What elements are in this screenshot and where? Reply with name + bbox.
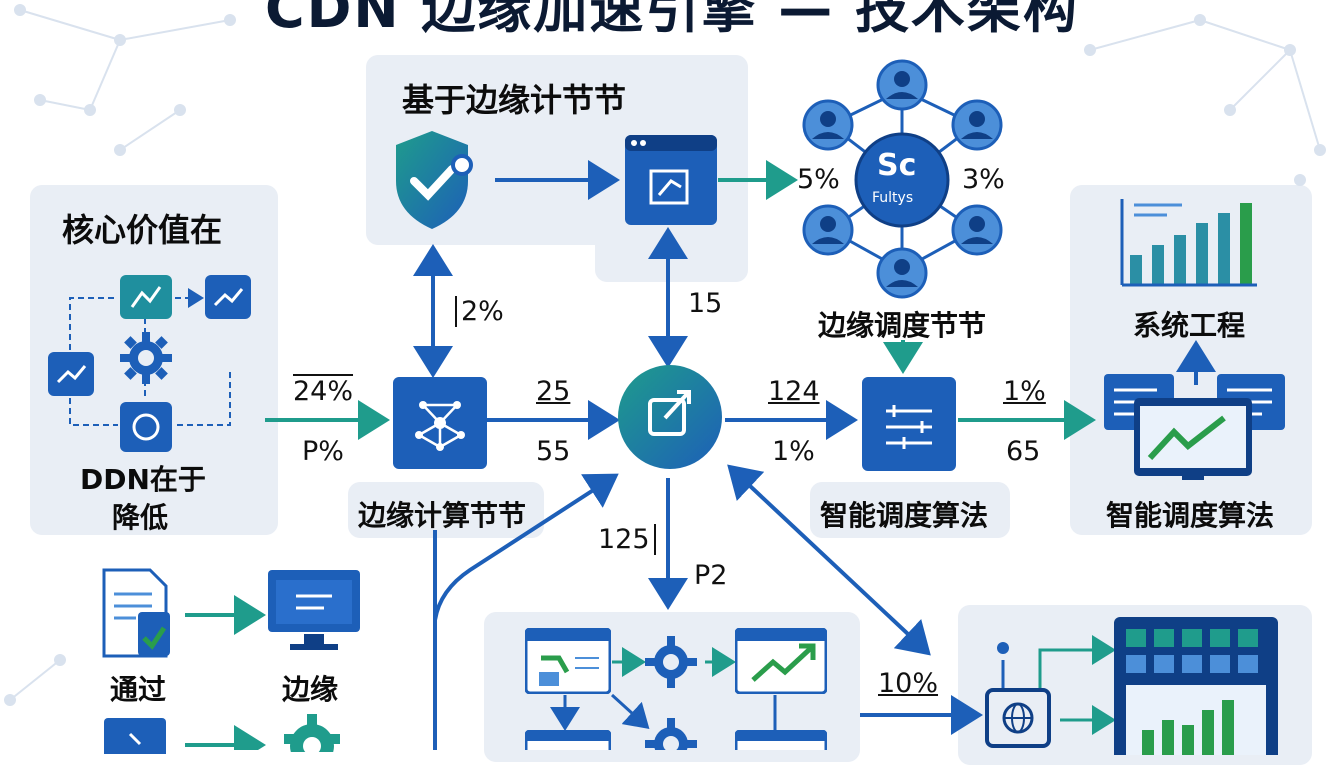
trend-tile-icon-left	[48, 352, 94, 396]
smart-algo-label-1: 智能调度算法	[820, 499, 989, 532]
right-top-value: 124	[768, 376, 820, 407]
via-label: 通过	[110, 673, 167, 706]
document-icon	[100, 568, 180, 660]
trend-tile-icon	[205, 275, 251, 319]
browser-chart-icon	[625, 135, 717, 225]
mid-bottom-value: 55	[536, 436, 571, 467]
chart-tile-icon	[120, 275, 172, 319]
monitor-icon	[266, 568, 362, 654]
shield-check-icon	[392, 125, 482, 235]
edge-compute-label: 边缘计算节节	[358, 499, 527, 532]
hub-left-value: 5%	[797, 164, 840, 195]
browser-small-icon-2	[734, 729, 828, 763]
edge-schedule-label: 边缘调度节节	[818, 309, 987, 342]
left-bottom-value: P%	[302, 436, 344, 467]
server-grid-icon	[1112, 615, 1280, 765]
document-icon-2	[100, 714, 170, 758]
page-title: CDN 边缘加速引擎 — 技术架构	[264, 0, 1080, 40]
browser-small-icon	[524, 729, 612, 763]
edge-label: 边缘	[282, 673, 339, 706]
mid-top-value: 25	[536, 376, 571, 407]
sliders-icon	[862, 377, 956, 471]
circle-tile-icon	[120, 402, 172, 452]
edge-compute-label-panel	[348, 482, 544, 538]
far-right-top-value: 1%	[1003, 376, 1046, 407]
monitor-chart-icon	[1102, 370, 1287, 485]
globe-chip-icon	[985, 688, 1051, 748]
gear-icon-4	[643, 716, 699, 761]
right-bottom-value: 1%	[772, 436, 815, 467]
edge-target-icon	[615, 362, 725, 472]
ddn-reduce-label-1: DDN在于	[80, 463, 206, 496]
mid-up-value: 15	[688, 288, 723, 319]
far-right-bottom-value: 65	[1006, 436, 1041, 467]
smart-algo-label-2: 智能调度算法	[1106, 499, 1275, 532]
bottom-right-value: 10%	[878, 668, 939, 699]
hub-badge-bottom: Fultys	[872, 190, 914, 206]
left-top-value: 24%	[293, 376, 354, 407]
browser-trend-icon	[734, 627, 828, 695]
hub-right-value: 3%	[962, 164, 1005, 195]
sys-engineering-label: 系统工程	[1133, 309, 1246, 342]
down-left-value: 125	[598, 524, 656, 555]
browser-map-icon	[524, 627, 612, 695]
gear-icon	[118, 330, 174, 386]
down-right-value: P2	[694, 560, 728, 591]
up-pct-value: 2%	[455, 296, 504, 327]
gear-icon-3	[643, 634, 699, 690]
nodes-icon	[800, 55, 1005, 300]
gear-icon-2	[280, 712, 344, 765]
bar-chart-icon	[1112, 195, 1262, 290]
core-value-label: 核心价值在	[62, 211, 223, 249]
edge-node-top-label: 基于边缘计节节	[402, 81, 627, 119]
network-hub-icon	[393, 377, 487, 469]
ddn-reduce-label-2: 降低	[112, 501, 169, 534]
hub-badge-top: Sc	[877, 148, 917, 183]
